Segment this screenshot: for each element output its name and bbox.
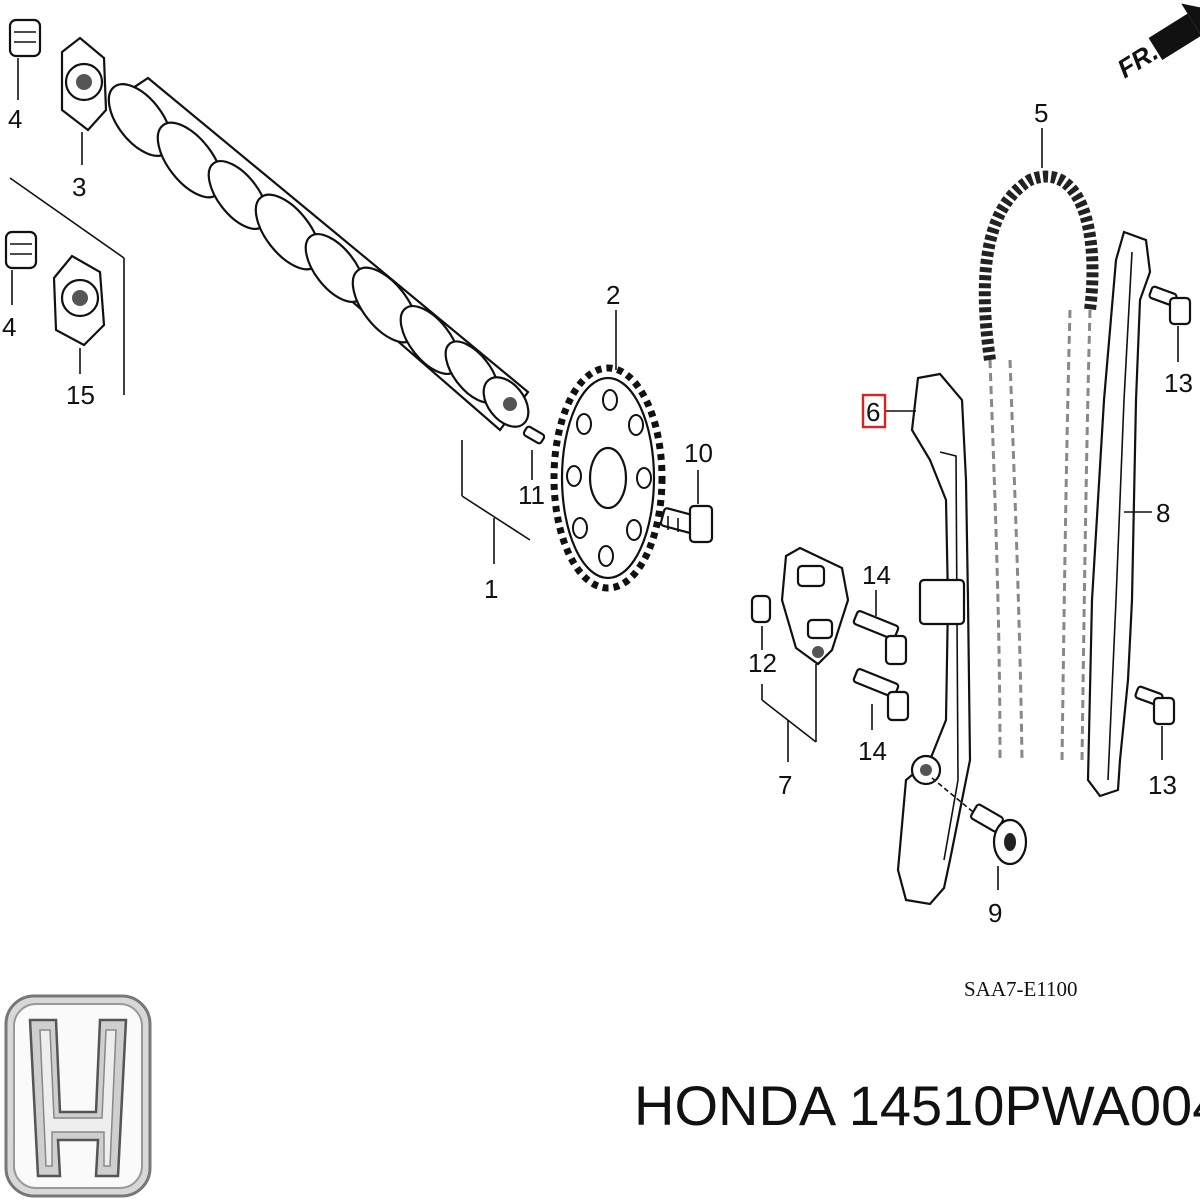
callout-5: 5 [1034,98,1048,128]
bolt-part-13-lower [1134,685,1176,726]
callout-14-upper: 14 [862,560,891,590]
callout-13-lower: 13 [1148,770,1177,800]
camshaft-part-1 [107,76,530,432]
front-direction-arrow-icon: FR. [1112,3,1200,84]
callout-6: 6 [866,397,880,427]
callout-6-highlight-box [861,393,887,429]
callout-10: 10 [684,438,713,468]
callout-13-upper: 13 [1164,368,1193,398]
pulser-plate-part-3 [60,36,108,132]
honda-logo-icon [4,994,152,1198]
bolt-part-14-upper [852,610,908,666]
pulser-plate-part-15 [52,254,106,347]
chain-guide-part-8 [1086,230,1152,798]
bolt-part-4-lower [4,230,38,270]
dowel-pin-part-11 [522,425,546,445]
diagram-code: SAA7-E1100 [964,977,1078,1001]
bolt-part-13-upper [1148,285,1192,326]
callout-2: 2 [606,280,620,310]
part-title: HONDA 14510PWA004 [634,1074,1200,1137]
tensioner-assembly-part-7 [780,546,850,666]
callout-7: 7 [778,770,792,800]
cam-sprocket-part-2 [550,364,666,592]
callout-3: 3 [72,172,86,202]
bolt-part-4-top [8,18,42,58]
callout-9: 9 [988,898,1002,928]
callout-4-top: 4 [8,104,22,134]
bolt-part-14-lower [852,668,910,722]
callout-4-lower: 4 [2,312,16,342]
bolt-part-9 [931,777,1028,866]
bolt-part-10 [659,504,714,544]
callout-1: 1 [484,574,498,604]
callout-8: 8 [1156,498,1170,528]
pin-part-12 [750,594,772,624]
callout-12: 12 [748,648,777,678]
callout-15: 15 [66,380,95,410]
callout-14-lower: 14 [858,736,887,766]
timing-chain-part-5 [978,170,1099,761]
callout-11: 11 [518,480,545,510]
tensioner-arm-part-6 [896,372,972,906]
